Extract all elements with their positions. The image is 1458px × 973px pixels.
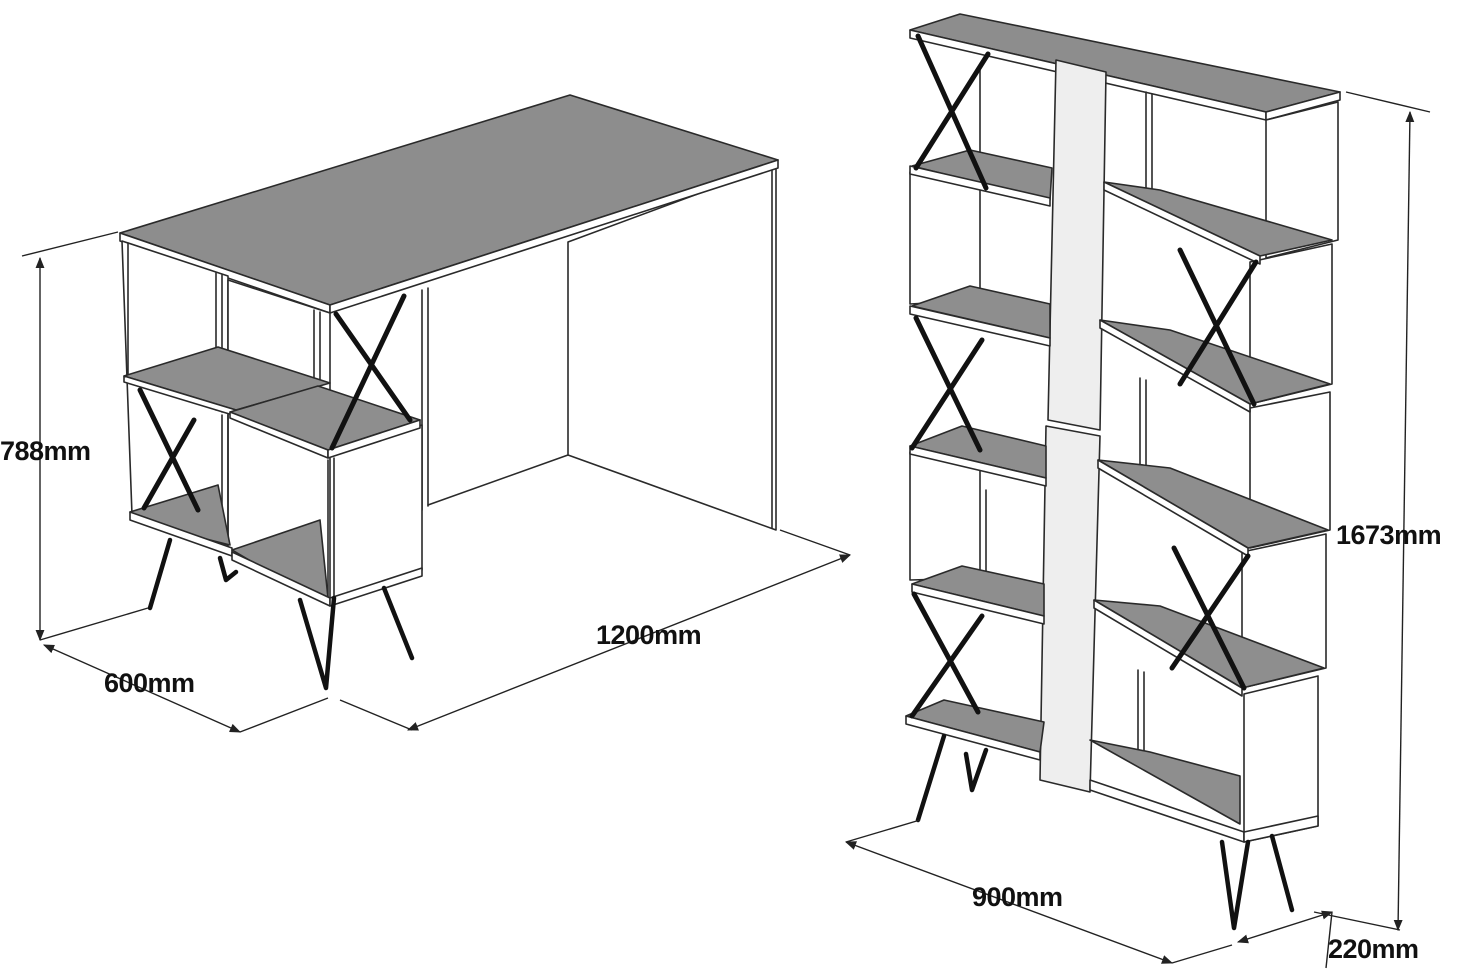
desk-leg <box>147 537 173 611</box>
bookshelf-leg <box>1219 839 1251 931</box>
bookshelf-height-label: 1673mm <box>1336 520 1442 550</box>
bookshelf-leg <box>963 747 989 793</box>
desk-leg <box>217 555 239 583</box>
desk-height-label: 788mm <box>0 436 91 466</box>
desk-leg <box>381 585 415 661</box>
desk-dimension-lines <box>21 231 852 733</box>
desk-width-label: 1200mm <box>596 620 702 650</box>
bookshelf <box>905 13 1341 931</box>
bookshelf-width-label: 900mm <box>972 882 1063 912</box>
bookshelf-center-column <box>1047 59 1107 431</box>
bookshelf-depth-label: 220mm <box>1328 934 1419 964</box>
bookshelf-top <box>909 13 1341 113</box>
bookshelf-leg <box>1269 833 1295 913</box>
bookshelf-right-box <box>1265 101 1339 259</box>
desk-leg <box>297 595 337 691</box>
desk <box>119 94 779 691</box>
desk-depth-label: 600mm <box>104 668 195 698</box>
bookshelf-dimension-lines <box>844 91 1431 969</box>
bookshelf-leg <box>915 733 947 823</box>
